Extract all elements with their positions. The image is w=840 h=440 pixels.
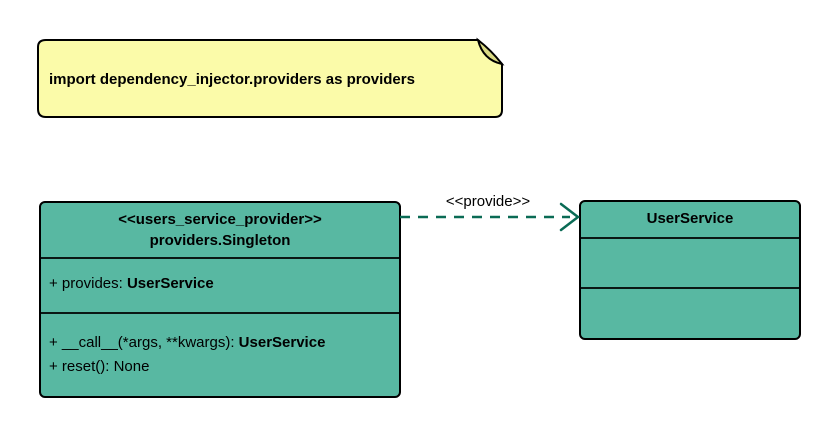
dependency-edge: <<provide>> bbox=[400, 193, 581, 232]
provider-class-method-call: + __call__(*args, **kwargs): UserService bbox=[49, 334, 325, 351]
note-fold-icon bbox=[476, 37, 505, 66]
dependency-label: <<provide>> bbox=[446, 193, 530, 210]
provider-class-attribute: + provides: UserService bbox=[49, 275, 214, 292]
method-return-type: UserService bbox=[239, 334, 326, 351]
service-class-box bbox=[579, 200, 801, 340]
note-text: import dependency_injector.providers as … bbox=[49, 71, 415, 88]
provider-class-stereotype: <<users_service_provider>> bbox=[118, 211, 322, 228]
class-node-user-service: UserService bbox=[579, 200, 801, 340]
class-node-providers-singleton: <<users_service_provider>> providers.Sin… bbox=[39, 201, 401, 398]
note: import dependency_injector.providers as … bbox=[37, 37, 505, 118]
note-body bbox=[37, 39, 503, 118]
provider-class-name: providers.Singleton bbox=[150, 232, 291, 249]
attribute-type: UserService bbox=[127, 275, 214, 292]
open-arrowhead-icon bbox=[559, 202, 581, 232]
attribute-label: + provides: bbox=[49, 275, 127, 292]
method-label: + __call__(*args, **kwargs): bbox=[49, 334, 239, 351]
method-label: + reset(): None bbox=[49, 358, 149, 375]
service-class-name: UserService bbox=[647, 210, 734, 227]
provider-class-method-reset: + reset(): None bbox=[49, 358, 149, 375]
provider-class-box bbox=[39, 201, 401, 398]
